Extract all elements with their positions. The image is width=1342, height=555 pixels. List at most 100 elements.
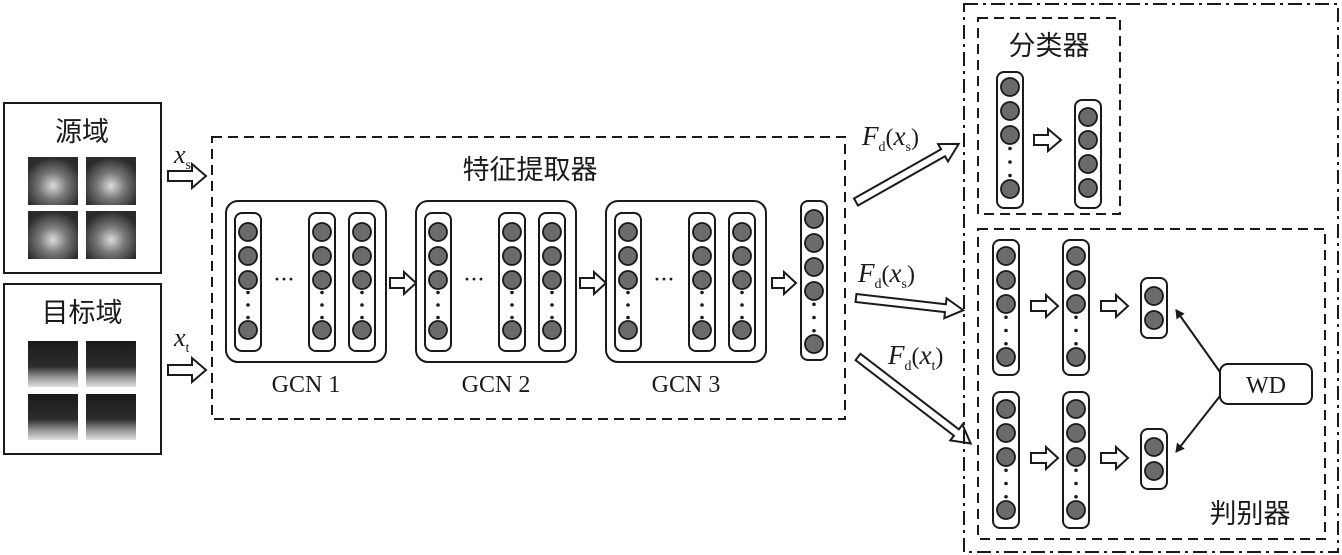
wd-arrow-lower bbox=[1175, 395, 1221, 453]
source-sample-images bbox=[28, 157, 136, 259]
target-image-3 bbox=[28, 394, 78, 440]
neuron-node bbox=[996, 500, 1016, 520]
neuron-node bbox=[618, 320, 638, 340]
wd-arrow-upper bbox=[1175, 309, 1221, 373]
source-image-3 bbox=[28, 211, 78, 259]
gcn-blocks: ··· GCN 1 ··· GCN 2 ··· GCN 3 bbox=[225, 200, 798, 398]
gcn-block-label: GCN 2 bbox=[462, 372, 531, 398]
source-input-arrow bbox=[167, 161, 208, 191]
flow-label-disc-source: Fd(xs) bbox=[857, 258, 915, 292]
source-image-2 bbox=[86, 157, 136, 205]
disc-layer-column bbox=[1062, 391, 1090, 529]
neuron-node bbox=[996, 447, 1016, 467]
flow-arrow-disc-target bbox=[854, 352, 973, 445]
neuron-node bbox=[238, 270, 258, 290]
neuron-node bbox=[618, 270, 638, 290]
target-image-1 bbox=[28, 341, 78, 387]
neuron-node bbox=[804, 233, 824, 253]
neuron-node bbox=[1144, 437, 1164, 457]
gcn-block-label: GCN 1 bbox=[272, 372, 341, 398]
disc-layer-arrow bbox=[1030, 292, 1060, 320]
disc-layer-column bbox=[1062, 239, 1090, 376]
gcn-block-label: GCN 3 bbox=[652, 372, 721, 398]
neuron-node bbox=[238, 246, 258, 266]
neuron-node bbox=[352, 222, 372, 242]
neuron-node bbox=[804, 257, 824, 277]
neuron-node bbox=[1144, 461, 1164, 481]
discriminator-label: 判别器 bbox=[1210, 499, 1291, 530]
neuron-node bbox=[352, 246, 372, 266]
disc-output-layer bbox=[1140, 277, 1168, 339]
neuron-node bbox=[996, 399, 1016, 419]
neuron-node bbox=[1000, 101, 1020, 121]
feature-extractor: 特征提取器 ··· GCN 1 ··· GCN 2 ··· GCN 3 bbox=[211, 136, 846, 420]
disc-layer-arrow bbox=[1100, 292, 1130, 320]
disc-output-layer bbox=[1140, 428, 1168, 490]
neuron-node bbox=[238, 222, 258, 242]
target-domain-label: 目标域 bbox=[42, 298, 123, 329]
neuron-node bbox=[1144, 286, 1164, 306]
flow-label-disc-target: Fd(xt) bbox=[887, 340, 943, 374]
flow-arrow-disc-source bbox=[854, 292, 966, 320]
layer-ellipsis: ··· bbox=[464, 268, 485, 293]
neuron-node bbox=[732, 222, 752, 242]
neuron-node bbox=[542, 222, 562, 242]
classifier-label: 分类器 bbox=[1009, 31, 1090, 62]
source-image-1 bbox=[28, 157, 78, 205]
neuron-node bbox=[732, 246, 752, 266]
disc-layer-column bbox=[992, 239, 1020, 376]
neuron-node bbox=[1078, 130, 1098, 150]
neuron-node bbox=[996, 423, 1016, 443]
neuron-node bbox=[1066, 294, 1086, 314]
neuron-node bbox=[1066, 447, 1086, 467]
extractor-output-column bbox=[800, 200, 828, 361]
neuron-node bbox=[1066, 399, 1086, 419]
neuron-node bbox=[732, 320, 752, 340]
gcn-layer-column bbox=[234, 212, 262, 352]
gcn-connector-arrow bbox=[579, 269, 608, 297]
neuron-node bbox=[692, 320, 712, 340]
neuron-node bbox=[804, 281, 824, 301]
source-domain-label: 源域 bbox=[55, 117, 109, 148]
disc-layer-arrow bbox=[1030, 444, 1060, 472]
layer-ellipsis: ··· bbox=[274, 268, 295, 293]
source-image-4 bbox=[86, 211, 136, 259]
classifier-input-layer bbox=[996, 71, 1024, 209]
neuron-node bbox=[804, 209, 824, 229]
neuron-node bbox=[352, 320, 372, 340]
gcn-block-2: ··· GCN 2 bbox=[415, 200, 577, 398]
discriminator-layers bbox=[992, 239, 1168, 529]
neuron-node bbox=[692, 246, 712, 266]
feature-extractor-label: 特征提取器 bbox=[463, 155, 598, 186]
neuron-node bbox=[996, 270, 1016, 290]
flow-arrows bbox=[852, 142, 973, 445]
neuron-node bbox=[352, 270, 372, 290]
gcn-layer-column bbox=[688, 212, 716, 352]
classifier-arrow bbox=[1033, 126, 1063, 154]
target-image-2 bbox=[86, 341, 136, 387]
layer-ellipsis: ··· bbox=[654, 268, 675, 293]
target-sample-images bbox=[28, 341, 136, 440]
gcn-layer-column bbox=[308, 212, 336, 352]
gcn-block-1: ··· GCN 1 bbox=[225, 200, 387, 398]
neuron-node bbox=[804, 334, 824, 354]
neuron-node bbox=[238, 320, 258, 340]
wd-box: WD bbox=[1219, 363, 1313, 405]
source-domain-panel: 源域 bbox=[3, 102, 162, 274]
classifier-layers bbox=[996, 71, 1102, 209]
gcn-layer-column bbox=[498, 212, 526, 352]
disc-layer-column bbox=[992, 391, 1020, 529]
neuron-node bbox=[1078, 107, 1098, 127]
neuron-node bbox=[996, 294, 1016, 314]
disc-layer-arrow bbox=[1100, 444, 1130, 472]
classifier-output-layer bbox=[1074, 99, 1102, 209]
neuron-node bbox=[502, 320, 522, 340]
gcn-connector-arrow bbox=[389, 269, 418, 297]
neuron-node bbox=[502, 270, 522, 290]
discriminator: 判别器 WD bbox=[977, 228, 1326, 540]
neuron-node bbox=[428, 320, 448, 340]
neuron-node bbox=[542, 320, 562, 340]
neuron-node bbox=[732, 270, 752, 290]
heads-container bbox=[963, 3, 1339, 553]
flow-label-classifier: Fd(xs) bbox=[861, 121, 919, 155]
